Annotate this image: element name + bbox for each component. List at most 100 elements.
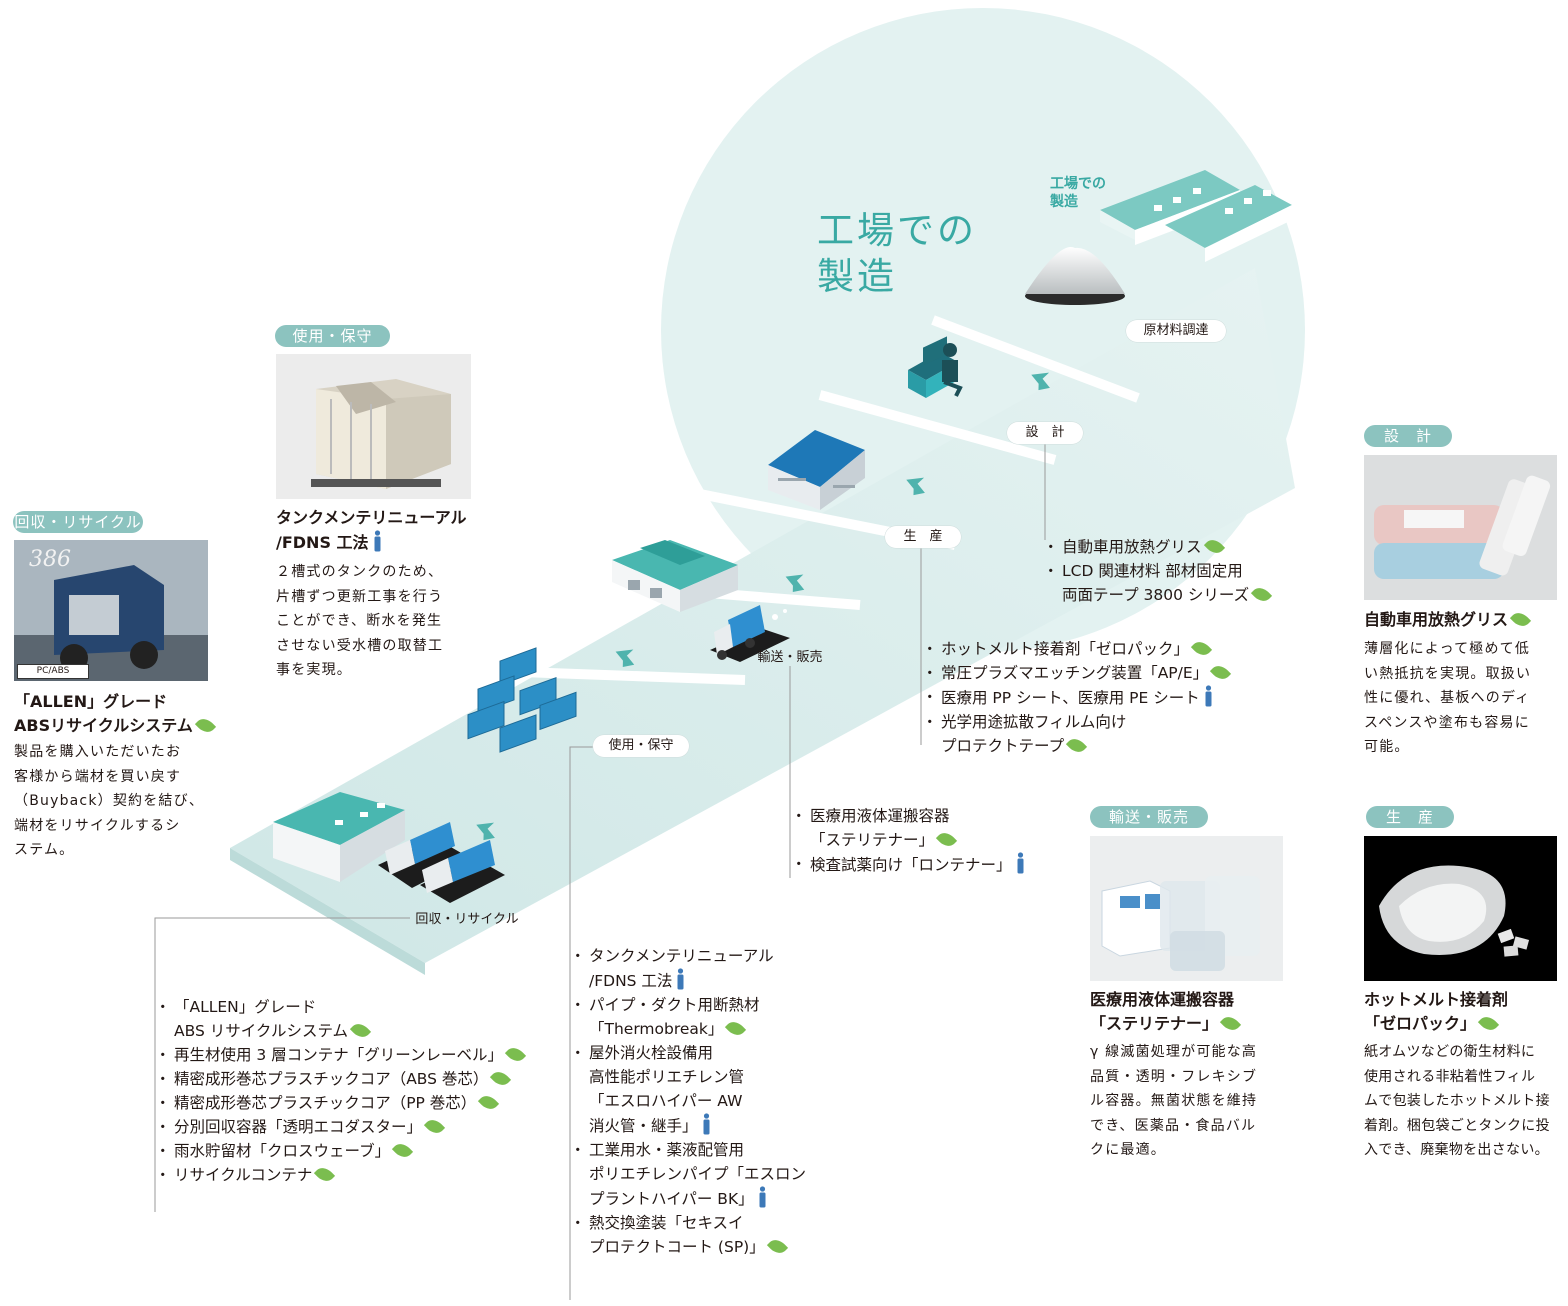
leaf-icon: [1219, 1012, 1242, 1035]
leaf-icon: [504, 1043, 527, 1066]
list-item: ポリエチレンパイプ「エスロン: [573, 1162, 833, 1186]
leaf-icon: [490, 1067, 512, 1090]
person-icon: [1205, 685, 1212, 707]
crates-illustration: [467, 647, 577, 753]
leaf-icon: [1509, 608, 1532, 631]
list-item-text: 工業用水・薬液配管用: [589, 1141, 745, 1159]
list-item: ホットメルト接着剤「ゼロパック」: [922, 637, 1285, 661]
list-item-text: 雨水貯留材「クロスウェーブ」: [174, 1142, 391, 1160]
list-item: LCD 関連材料 部材固定用: [1043, 559, 1336, 583]
list-item-text: 「ALLEN」グレード: [174, 998, 317, 1016]
list-item: 光学用途拡散フィルム向け: [922, 710, 1285, 734]
list-item: 医療用液体運搬容器: [791, 804, 1084, 828]
list-item-text: プロテクトコート (SP)」: [589, 1238, 765, 1256]
card-body-line: でき、医薬品・食品バル: [1090, 1117, 1257, 1134]
list-item: 「ALLEN」グレード: [155, 995, 578, 1019]
truck-photo: 386 PC/ABS: [14, 540, 208, 681]
leaf-icon: [725, 1017, 747, 1040]
use-product-list: タンクメンテリニューアル/FDNS 工法パイプ・ダクト用断熱材「Thermobr…: [570, 944, 833, 1259]
card-body-line: γ 線滅菌処理が可能な高: [1090, 1044, 1258, 1060]
grease-photo: [1364, 455, 1557, 600]
leaf-icon: [1203, 535, 1225, 558]
factory-title-line1: 工場での: [817, 209, 977, 252]
card-body-line: クに最適。: [1090, 1142, 1166, 1158]
list-item: タンクメンテリニューアル: [570, 944, 833, 968]
card-body-line: 端材をリサイクルするシ: [14, 817, 181, 834]
list-item: 医療用 PP シート、医療用 PE シート: [922, 685, 1285, 710]
factory-illustration: [1100, 170, 1292, 262]
list-item-text: 精密成形巻芯プラスチックコア（ABS 巻芯）: [174, 1070, 489, 1088]
list-item: 精密成形巻芯プラスチックコア（PP 巻芯）: [155, 1091, 578, 1115]
list-item-text: 自動車用放熱グリス: [1062, 538, 1202, 556]
list-item: 分別回収容器「透明エコダスター」: [155, 1115, 578, 1139]
zeropack-photo: [1364, 836, 1557, 981]
list-item: 自動車用放熱グリス: [1043, 535, 1336, 559]
card-body-line: 着剤。梱包袋ごとタンクに投: [1364, 1117, 1550, 1134]
leaf-icon: [391, 1139, 414, 1162]
production-card-title2: 「ゼロパック」: [1364, 1014, 1477, 1033]
factory-title: 工場での 製造: [817, 208, 977, 300]
production-card-title1: ホットメルト接着剤: [1364, 990, 1509, 1009]
list-item-text: 光学用途拡散フィルム向け: [941, 713, 1127, 731]
list-item-text: 「Thermobreak」: [589, 1020, 724, 1038]
card-body-line: させない受水槽の取替工: [276, 637, 444, 654]
list-item: 常圧プラズマエッチング装置「AP/E」: [922, 661, 1285, 685]
person-icon: [374, 530, 381, 552]
transport-card-title1: 医療用液体運搬容器: [1090, 990, 1235, 1009]
list-item: 工業用水・薬液配管用: [570, 1138, 833, 1162]
card-body-line: 事を実現。: [276, 662, 352, 678]
list-item: 両面テープ 3800 シリーズ: [1046, 583, 1336, 607]
production-card-title: ホットメルト接着剤 「ゼロパック」: [1364, 988, 1564, 1036]
list-item-text: 屋外消火栓設備用: [589, 1044, 714, 1062]
card-body-line: ことができ、断水を発生: [276, 613, 443, 629]
list-item: 屋外消火栓設備用: [570, 1041, 833, 1065]
grease-cartridge-icon: [1364, 455, 1557, 600]
leaf-icon: [1065, 734, 1088, 757]
list-item: 消火管・継手」: [573, 1113, 833, 1138]
list-item-text: 医療用 PP シート、医療用 PE シート: [941, 689, 1200, 707]
list-item: パイプ・ダクト用断熱材: [570, 993, 833, 1017]
list-item: プラントハイパー BK」: [573, 1186, 833, 1211]
use-card-tag: 使用・保守: [275, 325, 390, 347]
list-item: 「エスロハイパー AW: [573, 1089, 833, 1113]
list-item-text: 検査試薬向け「ロンテナー」: [810, 856, 1012, 874]
person-icon: [703, 1113, 710, 1135]
leaf-icon: [1477, 1012, 1500, 1035]
card-body-line: （Buyback）契約を結び、: [14, 793, 205, 809]
leaf-icon: [349, 1019, 372, 1042]
production-building-illustration: [768, 430, 865, 510]
water-tank-icon: [276, 354, 471, 499]
list-item-text: 熱交換塗装「セキスイ: [589, 1214, 744, 1232]
card-body-line: 可能。: [1364, 739, 1410, 755]
tank-photo: [276, 354, 471, 499]
list-item-text: 精密成形巻芯プラスチックコア（PP 巻芯）: [174, 1094, 477, 1112]
card-body-line: 使用される非粘着性フィル: [1364, 1068, 1536, 1085]
stage-label-design: 設 計: [1007, 422, 1083, 444]
delivery-truck-illustration: [710, 605, 790, 662]
recycle-trucks-illustration: [378, 822, 505, 903]
list-item-text: プラントハイパー BK」: [589, 1190, 754, 1208]
recycle-card-tag: 回収・リサイクル: [13, 511, 143, 533]
liquid-container-icon: [1090, 836, 1283, 981]
list-item-text: ABS リサイクルシステム: [174, 1022, 348, 1040]
person-icon: [759, 1186, 766, 1208]
list-item: ABS リサイクルシステム: [158, 1019, 578, 1043]
transport-card-body: γ 線滅菌処理が可能な高品質・透明・フレキシブル容器。無菌状態を維持でき、医薬品…: [1090, 1040, 1295, 1163]
list-item-text: タンクメンテリニューアル: [589, 947, 774, 965]
list-item: 検査試薬向け「ロンテナー」: [791, 852, 1084, 877]
card-body-line: スペンスや塗布も容易に: [1364, 714, 1530, 731]
use-card-title: タンクメンテリニューアル /FDNS 工法: [276, 506, 486, 555]
list-item: /FDNS 工法: [573, 968, 833, 993]
card-body-line: ムで包装したホットメルト接: [1364, 1093, 1550, 1109]
card-body-line: 製品を購入いただいたお: [14, 744, 182, 760]
transport-card-title: 医療用液体運搬容器 「ステリテナー」: [1090, 988, 1300, 1036]
designer-illustration: [908, 336, 963, 398]
list-item-text: ポリエチレンパイプ「エスロン: [589, 1165, 807, 1183]
leaf-icon: [935, 828, 958, 851]
leaf-icon: [194, 714, 216, 737]
card-body-line: 紙オムツなどの衛生材料に: [1364, 1044, 1536, 1060]
list-item-text: 両面テープ 3800 シリーズ: [1062, 586, 1250, 604]
list-item-text: 高性能ポリエチレン管: [589, 1068, 745, 1086]
